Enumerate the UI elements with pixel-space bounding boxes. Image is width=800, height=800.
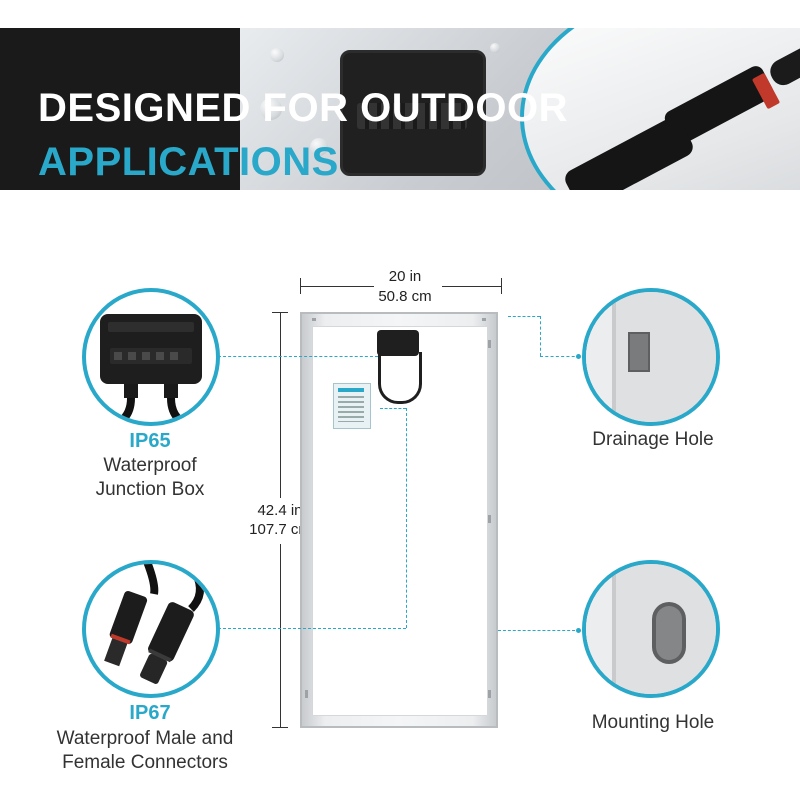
panel-hole xyxy=(305,690,308,698)
leader-drainage-vertical xyxy=(540,316,541,356)
width-cm: 50.8 cm xyxy=(378,288,432,305)
panel-hole xyxy=(488,515,491,523)
junction-box-line2: Junction Box xyxy=(95,479,205,500)
leader-connectors-cable xyxy=(380,408,406,409)
banner-subtitle: APPLICATIONS xyxy=(38,140,339,184)
leader-dot xyxy=(576,354,581,359)
leader-junction-box xyxy=(218,356,378,357)
drainage-hole-label: Drainage Hole xyxy=(592,429,714,450)
mc4-connector-icon xyxy=(82,560,220,698)
width-tick-right xyxy=(501,278,502,294)
panel-spec-label xyxy=(333,383,371,429)
banner-title: DESIGNED FOR OUTDOOR xyxy=(38,86,569,130)
drainage-hole-icon xyxy=(582,288,720,426)
panel-hole xyxy=(488,340,491,348)
height-line-top xyxy=(280,312,281,498)
leader-dot xyxy=(576,628,581,633)
panel-hole xyxy=(488,690,491,698)
leader-mounting xyxy=(498,630,580,631)
leader-drainage xyxy=(540,356,580,357)
connectors-line1: Waterproof Male and xyxy=(56,728,234,749)
junction-box-rating: IP65 xyxy=(129,430,171,452)
hero-banner: DESIGNED FOR OUTDOOR APPLICATIONS xyxy=(0,28,800,190)
width-line-left xyxy=(300,286,374,287)
junction-box-photo xyxy=(340,50,486,176)
height-line-bottom xyxy=(280,544,281,727)
junction-box-icon xyxy=(82,288,220,426)
solar-panel-back xyxy=(300,312,498,728)
leader-connectors xyxy=(218,628,406,629)
connectors-rating: IP67 xyxy=(129,702,171,724)
width-inches: 20 in xyxy=(388,268,422,285)
panel-cable xyxy=(378,352,422,404)
junction-box-line1: Waterproof xyxy=(103,455,197,476)
panel-hole xyxy=(482,318,486,321)
connector-closeup xyxy=(520,28,800,190)
panel-junction-box xyxy=(377,330,419,356)
panel-hole xyxy=(312,318,316,321)
mounting-hole-icon xyxy=(582,560,720,698)
leader-connectors-vertical xyxy=(406,408,407,628)
mounting-hole-label: Mounting Hole xyxy=(591,712,715,733)
leader-drainage-top xyxy=(508,316,540,317)
width-line-right xyxy=(442,286,501,287)
height-tick-bottom xyxy=(272,727,288,728)
connectors-line2: Female Connectors xyxy=(62,752,228,773)
